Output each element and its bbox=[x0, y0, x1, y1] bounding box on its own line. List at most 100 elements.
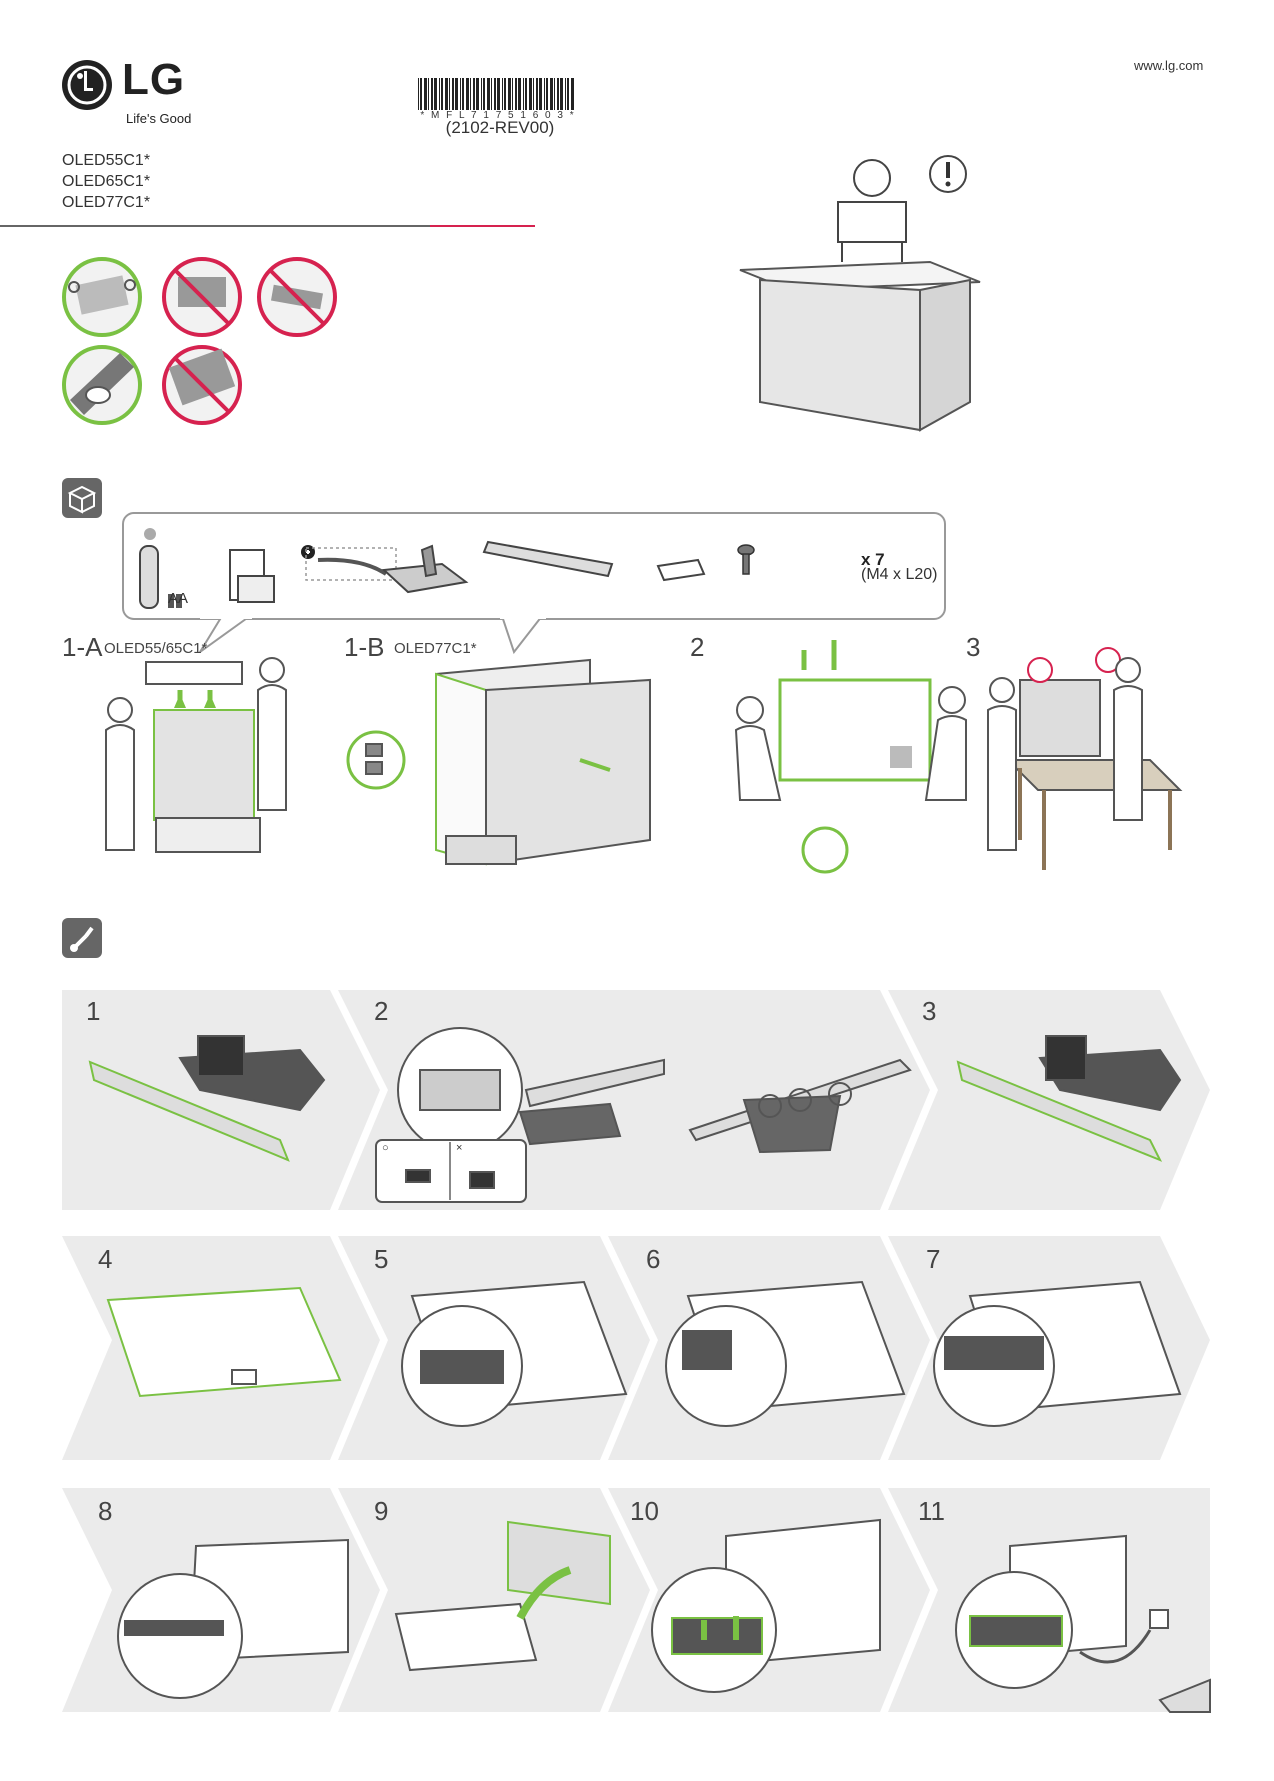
barcode-bar bbox=[550, 78, 553, 110]
barcode-bar bbox=[518, 78, 521, 110]
install-step-number: 1 bbox=[86, 996, 101, 1026]
stand-base-icon bbox=[381, 544, 469, 594]
handling-ok-icon bbox=[62, 345, 142, 425]
cover-install-illustration bbox=[651, 1518, 881, 1693]
model-name: OLED65C1* bbox=[62, 173, 151, 190]
handling-ok-icon bbox=[62, 257, 142, 337]
barcode-bar bbox=[460, 78, 461, 110]
brand-name: LG bbox=[122, 55, 186, 104]
tv-facedown-illustration bbox=[106, 1286, 342, 1398]
battery-label: AA bbox=[168, 590, 189, 607]
barcode-bar bbox=[525, 78, 527, 110]
stand-attach-illustration bbox=[375, 1027, 912, 1203]
callout-tail bbox=[199, 615, 251, 653]
screwdriver-section-icon bbox=[62, 918, 102, 958]
barcode bbox=[418, 78, 574, 110]
barcode-bar bbox=[434, 78, 437, 110]
handling-ng-icon bbox=[162, 257, 242, 337]
package-contents-items bbox=[139, 528, 755, 655]
tv-back-illustration bbox=[686, 1280, 906, 1412]
barcode-bar bbox=[476, 78, 479, 110]
barcode-bar bbox=[473, 78, 475, 110]
header-accent-line bbox=[430, 225, 535, 227]
screw-spec: (M4 x L20) bbox=[861, 566, 938, 583]
detail-zoom-circle bbox=[401, 1305, 523, 1427]
cable-management-illustration bbox=[955, 1534, 1211, 1713]
barcode-bar bbox=[445, 78, 448, 110]
unpack-step-1a-illustration bbox=[105, 657, 287, 853]
install-panel-bg bbox=[338, 990, 930, 1210]
barcode-bar bbox=[481, 78, 482, 110]
unpack-step-2-illustration bbox=[734, 640, 967, 874]
barcode-bar bbox=[515, 78, 517, 110]
barcode-bar bbox=[536, 78, 538, 110]
unpack-step-models: OLED55/65C1* bbox=[104, 640, 208, 657]
install-step-number: 11 bbox=[918, 1496, 945, 1526]
model-name: OLED77C1* bbox=[62, 194, 151, 211]
barcode-bar bbox=[546, 78, 548, 110]
barcode-bar bbox=[554, 78, 555, 110]
barcode-bar bbox=[508, 78, 511, 110]
brand-slogan: Life's Good bbox=[126, 111, 192, 126]
barcode-number: * M F L 7 1 7 5 1 6 0 3 * bbox=[420, 110, 576, 121]
revision-code: (2102-REV00) bbox=[445, 118, 555, 137]
barcode-bar bbox=[571, 78, 574, 110]
barcode-bar bbox=[497, 78, 500, 110]
barcode-bar bbox=[533, 78, 534, 110]
unboxing-warning-illustration bbox=[739, 155, 981, 432]
lg-logo-icon bbox=[62, 60, 112, 110]
barcode-bar bbox=[529, 78, 532, 110]
barcode-bar bbox=[567, 78, 569, 110]
barcode-bar bbox=[491, 78, 492, 110]
barcode-bar bbox=[424, 78, 427, 110]
install-step-number: 3 bbox=[922, 996, 937, 1026]
unpacking-illustrations bbox=[105, 640, 1183, 874]
tv-back-illustration bbox=[410, 1280, 628, 1412]
barcode-bar bbox=[428, 78, 429, 110]
install-step-number: 6 bbox=[646, 1244, 661, 1274]
stand-assembled-illustration bbox=[956, 1035, 1182, 1162]
barcode-bar bbox=[487, 78, 490, 110]
barcode-bar bbox=[452, 78, 454, 110]
install-step-number: 7 bbox=[926, 1244, 941, 1274]
barcode-bar bbox=[431, 78, 433, 110]
barcode-bar bbox=[565, 78, 566, 110]
stand-parts-illustration bbox=[88, 1035, 326, 1162]
battery-icon bbox=[168, 594, 182, 608]
incorrect-mark: × bbox=[456, 1142, 463, 1154]
install-step-number: 5 bbox=[374, 1244, 389, 1274]
handling-guidelines bbox=[62, 257, 337, 425]
detail-zoom-circle bbox=[665, 1305, 787, 1427]
unpack-step-models: OLED77C1* bbox=[394, 640, 477, 657]
install-step-number: 2 bbox=[374, 996, 389, 1026]
install-step-number: 10 bbox=[630, 1496, 659, 1526]
unpack-step-number: 1-A bbox=[62, 632, 103, 662]
barcode-bar bbox=[539, 78, 542, 110]
handling-ng-icon bbox=[162, 345, 242, 425]
cable-guide-icon bbox=[301, 545, 397, 581]
barcode-bar bbox=[470, 78, 471, 110]
detail-zoom-circle bbox=[933, 1305, 1055, 1427]
install-panel-bg bbox=[62, 990, 380, 1210]
tv-back-illustration bbox=[188, 1538, 349, 1662]
barcode-bar bbox=[502, 78, 503, 110]
barcode-bar bbox=[483, 78, 485, 110]
box-icon bbox=[739, 260, 981, 432]
barcode-bar bbox=[420, 78, 422, 110]
tv-panel bbox=[837, 201, 907, 243]
install-step-number: 9 bbox=[374, 1496, 389, 1526]
install-step-number: 4 bbox=[98, 1244, 113, 1274]
unpack-step-number: 2 bbox=[690, 632, 705, 662]
header-divider bbox=[0, 225, 430, 227]
barcode-bar bbox=[455, 78, 458, 110]
barcode-bar bbox=[512, 78, 513, 110]
box-section-icon bbox=[62, 478, 102, 518]
barcode-bar bbox=[466, 78, 469, 110]
website-url: www.lg.com bbox=[1134, 58, 1204, 73]
model-name: OLED55C1* bbox=[62, 152, 151, 169]
unpack-step-number: 1-B bbox=[344, 632, 385, 662]
warning-icon bbox=[929, 155, 967, 193]
stand-bar-icon bbox=[482, 540, 614, 578]
unpack-step-number: 3 bbox=[966, 632, 981, 662]
handling-ng-icon bbox=[257, 257, 337, 337]
